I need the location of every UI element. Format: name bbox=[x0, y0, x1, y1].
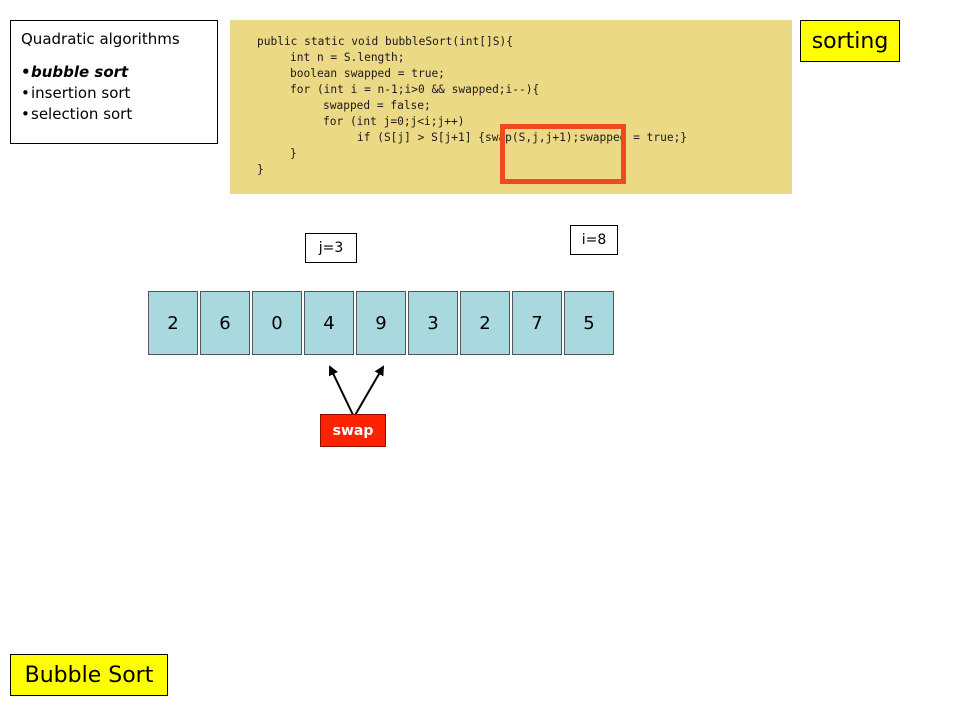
topic-item-selection-sort: selection sort bbox=[21, 104, 207, 125]
code-line-6: for (int j=0;j<i;j++) bbox=[323, 115, 465, 128]
code-line-4: for (int i = n-1;i>0 && swapped;i--){ bbox=[290, 83, 540, 96]
sorting-tag: sorting bbox=[800, 20, 900, 62]
array-cell: 0 bbox=[252, 291, 302, 355]
swap-call-highlight bbox=[500, 124, 626, 184]
code-line-7: if (S[j] > S[j+1] {swap(S,j,j+1);swapped… bbox=[357, 131, 688, 144]
array-cell: 5 bbox=[564, 291, 614, 355]
swap-arrows-icon bbox=[328, 365, 385, 418]
array-cells: 2 6 0 4 9 3 2 7 5 bbox=[148, 291, 614, 355]
code-line-9: } bbox=[257, 163, 264, 176]
code-panel: public static void bubbleSort(int[]S){ i… bbox=[230, 20, 792, 194]
topic-item-bubble-sort: bubble sort bbox=[21, 62, 207, 83]
code-line-1: public static void bubbleSort(int[]S){ bbox=[257, 35, 513, 48]
swap-badge: swap bbox=[320, 414, 386, 447]
j-index-label: j=3 bbox=[305, 233, 357, 263]
code-line-2: int n = S.length; bbox=[290, 51, 405, 64]
array-cell: 4 bbox=[304, 291, 354, 355]
array-cell: 3 bbox=[408, 291, 458, 355]
code-line-3: boolean swapped = true; bbox=[290, 67, 445, 80]
topics-panel: Quadratic algorithms bubble sort inserti… bbox=[10, 20, 218, 144]
i-index-label: i=8 bbox=[570, 225, 618, 255]
topics-list: bubble sort insertion sort selection sor… bbox=[21, 62, 207, 125]
array-cell: 9 bbox=[356, 291, 406, 355]
array-cell: 2 bbox=[148, 291, 198, 355]
array-cell: 7 bbox=[512, 291, 562, 355]
slide-title: Bubble Sort bbox=[10, 654, 168, 696]
code-line-8: } bbox=[290, 147, 297, 160]
topics-title: Quadratic algorithms bbox=[21, 30, 180, 48]
topic-item-insertion-sort: insertion sort bbox=[21, 83, 207, 104]
array-cell: 2 bbox=[460, 291, 510, 355]
code-line-5: swapped = false; bbox=[323, 99, 431, 112]
array-cell: 6 bbox=[200, 291, 250, 355]
